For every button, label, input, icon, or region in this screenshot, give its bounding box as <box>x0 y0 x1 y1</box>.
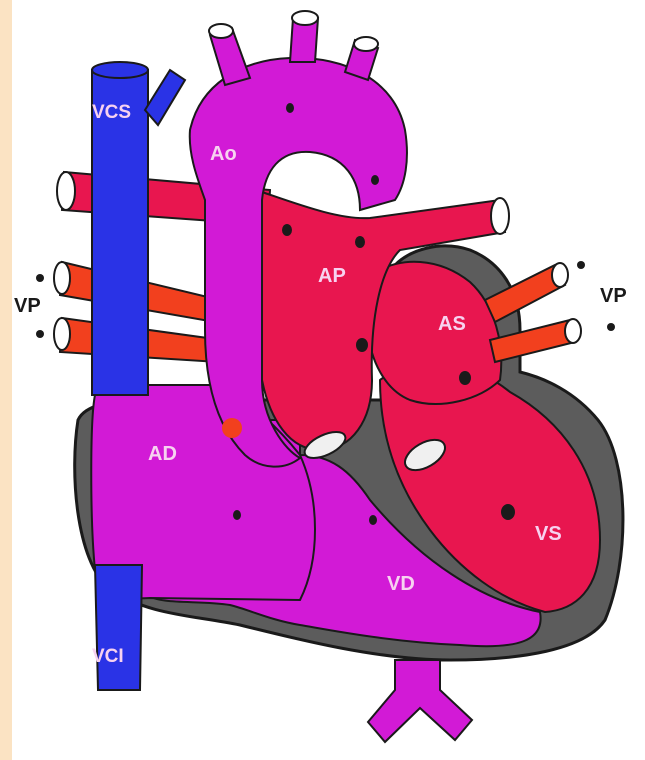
right-pulmonary-artery-cap <box>57 172 75 210</box>
superior-vena-cava-cap <box>92 62 148 78</box>
pulmonary-vein-left-upper-cap <box>54 262 70 294</box>
label-ad: AD <box>148 443 177 465</box>
azygos-vein <box>145 70 185 125</box>
pulmonary-vein-left-lower-cap <box>54 318 70 350</box>
label-vs: VS <box>535 523 562 545</box>
label-vci: VCI <box>92 646 124 667</box>
pulmonary-vein-right-lower-cap <box>565 319 581 343</box>
brachiocephalic-artery-cap <box>209 24 233 38</box>
pulmonary-vein-right-upper-cap <box>552 263 568 287</box>
inferior-vena-cava <box>95 565 142 690</box>
label-vd: VD <box>387 573 415 595</box>
septal-defect-marker <box>222 418 242 438</box>
left-subclavian-artery-cap <box>354 37 378 51</box>
descending-aorta <box>368 660 472 742</box>
label-vp-right: VP <box>600 285 627 307</box>
left-carotid-artery-cap <box>292 11 318 25</box>
label-vp-left: VP <box>14 295 41 317</box>
label-as: AS <box>438 313 466 335</box>
label-vcs: VCS <box>92 102 131 123</box>
label-ap: AP <box>318 265 346 287</box>
left-pulmonary-artery-cap <box>491 198 509 234</box>
label-ao: Ao <box>210 143 237 165</box>
